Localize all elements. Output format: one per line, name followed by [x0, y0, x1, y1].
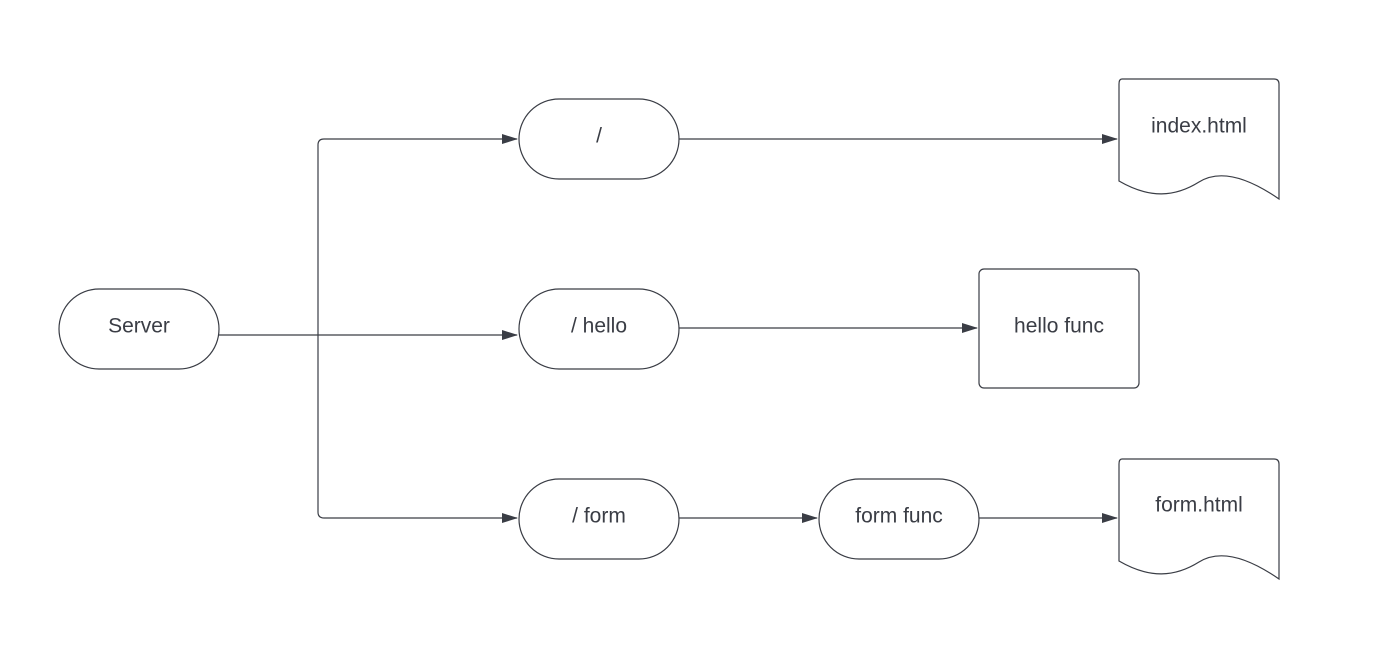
- hello-func-label: hello func: [1014, 315, 1104, 338]
- route-root-label: /: [596, 125, 602, 148]
- form-func-shape: [818, 478, 980, 560]
- edges: [219, 134, 1118, 523]
- route-root-shape: [518, 98, 680, 180]
- node-hello-func[interactable]: hello func: [978, 268, 1140, 389]
- route-hello-shape: [518, 288, 680, 370]
- node-form-html[interactable]: form.html: [1118, 458, 1280, 581]
- node-server[interactable]: Server: [58, 288, 220, 370]
- route-hello-label: / hello: [571, 315, 627, 338]
- edge-server-to-form-route: [317, 335, 518, 523]
- server-shape: [58, 288, 220, 370]
- route-form-shape: [518, 478, 680, 560]
- route-form-label: / form: [572, 505, 626, 528]
- edge-server-to-root-route: [317, 134, 518, 335]
- node-route-hello[interactable]: / hello: [518, 288, 680, 370]
- node-index-html[interactable]: index.html: [1118, 78, 1280, 201]
- node-route-root[interactable]: /: [518, 98, 680, 180]
- node-route-form[interactable]: / form: [518, 478, 680, 560]
- form-func-label: form func: [855, 505, 943, 528]
- form-html-document-shape: [1118, 458, 1280, 581]
- node-form-func[interactable]: form func: [818, 478, 980, 560]
- index-html-label: index.html: [1151, 115, 1247, 138]
- index-html-document-shape: [1118, 78, 1280, 201]
- hello-func-shape: [978, 268, 1140, 389]
- server-label: Server: [108, 315, 170, 338]
- form-html-label: form.html: [1155, 494, 1243, 517]
